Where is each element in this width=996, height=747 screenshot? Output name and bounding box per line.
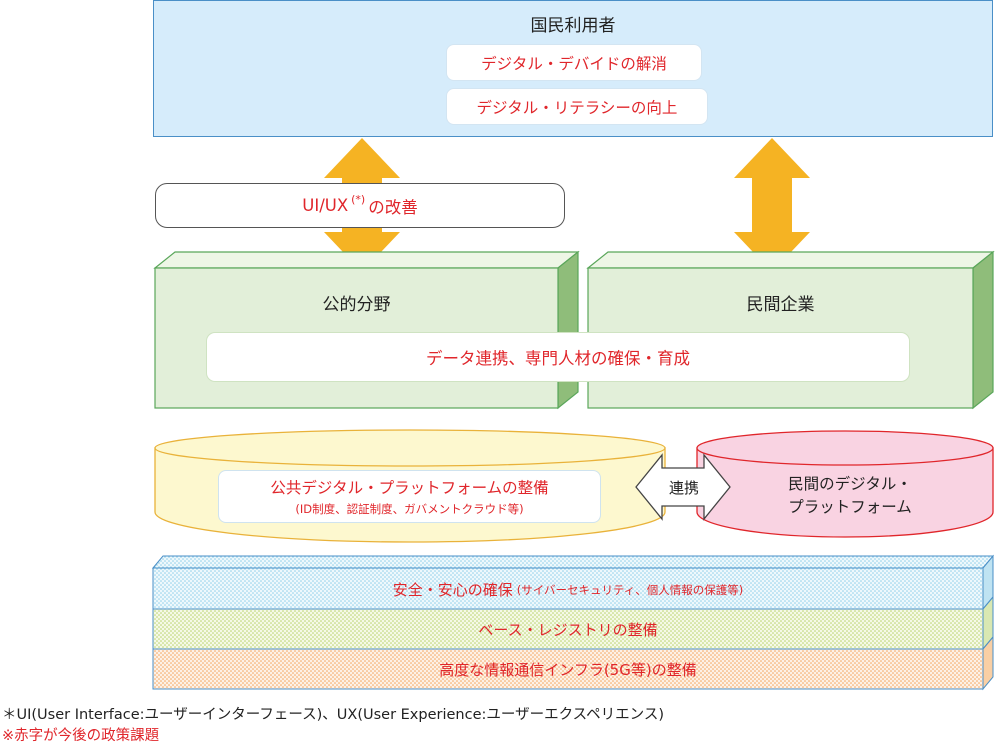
layer-infra-shape bbox=[152, 635, 994, 691]
uiux-label: UI/UX bbox=[302, 196, 349, 215]
citizens-title: 国民利用者 bbox=[530, 15, 616, 36]
layer-security-shape bbox=[151, 554, 995, 611]
private-platform-line1: 民間のデジタル・ bbox=[788, 475, 912, 493]
private-platform-line2: プラットフォーム bbox=[788, 498, 912, 516]
public-sector-title: 公的分野 bbox=[322, 294, 391, 315]
digital-literacy-label: デジタル・リテラシーの向上 bbox=[446, 88, 708, 125]
data-linkage-bar: データ連携、専門人材の確保・育成 bbox=[206, 332, 910, 382]
uiux-improve-label: の改善 bbox=[368, 197, 418, 217]
layer-security: 安全・安心の確保 (サイバーセキュリティ、個人情報の保護等) bbox=[153, 570, 983, 609]
uiux-improvement-box: UI/UX (*) の改善 bbox=[155, 183, 565, 228]
private-sector-box bbox=[586, 250, 995, 410]
footnote-uiux: ＊UI(User Interface:ユーザーインターフェース)、UX(User… bbox=[2, 707, 665, 723]
public-platform-title: 公共デジタル・プラットフォームの整備 bbox=[270, 479, 549, 497]
private-platform-cylinder bbox=[696, 430, 994, 538]
digital-divide-label: デジタル・デバイドの解消 bbox=[446, 44, 702, 81]
public-platform-label-box: 公共デジタル・プラットフォームの整備 (ID制度、認証制度、ガバメントクラウド等… bbox=[218, 470, 601, 523]
layer-security-main: 安全・安心の確保 bbox=[392, 581, 513, 599]
link-label: 連携 bbox=[668, 478, 699, 497]
layer-registry: ベース・レジストリの整備 bbox=[478, 621, 658, 639]
double-arrow-right bbox=[734, 138, 810, 272]
public-platform-subtitle: (ID制度、認証制度、ガバメントクラウド等) bbox=[295, 502, 524, 516]
uiux-footnote-mark: (*) bbox=[351, 193, 366, 206]
link-arrow bbox=[635, 453, 731, 521]
private-sector-title: 民間企業 bbox=[746, 294, 815, 315]
layer-infrastructure: 高度な情報通信インフラ(5G等)の整備 bbox=[439, 661, 697, 679]
private-platform-label: 民間のデジタル・ プラットフォーム bbox=[740, 473, 960, 519]
public-sector-box bbox=[153, 250, 580, 410]
footnote-policy: ※赤字が今後の政策課題 bbox=[2, 728, 160, 744]
layer-security-sub: (サイバーセキュリティ、個人情報の保護等) bbox=[516, 582, 744, 597]
